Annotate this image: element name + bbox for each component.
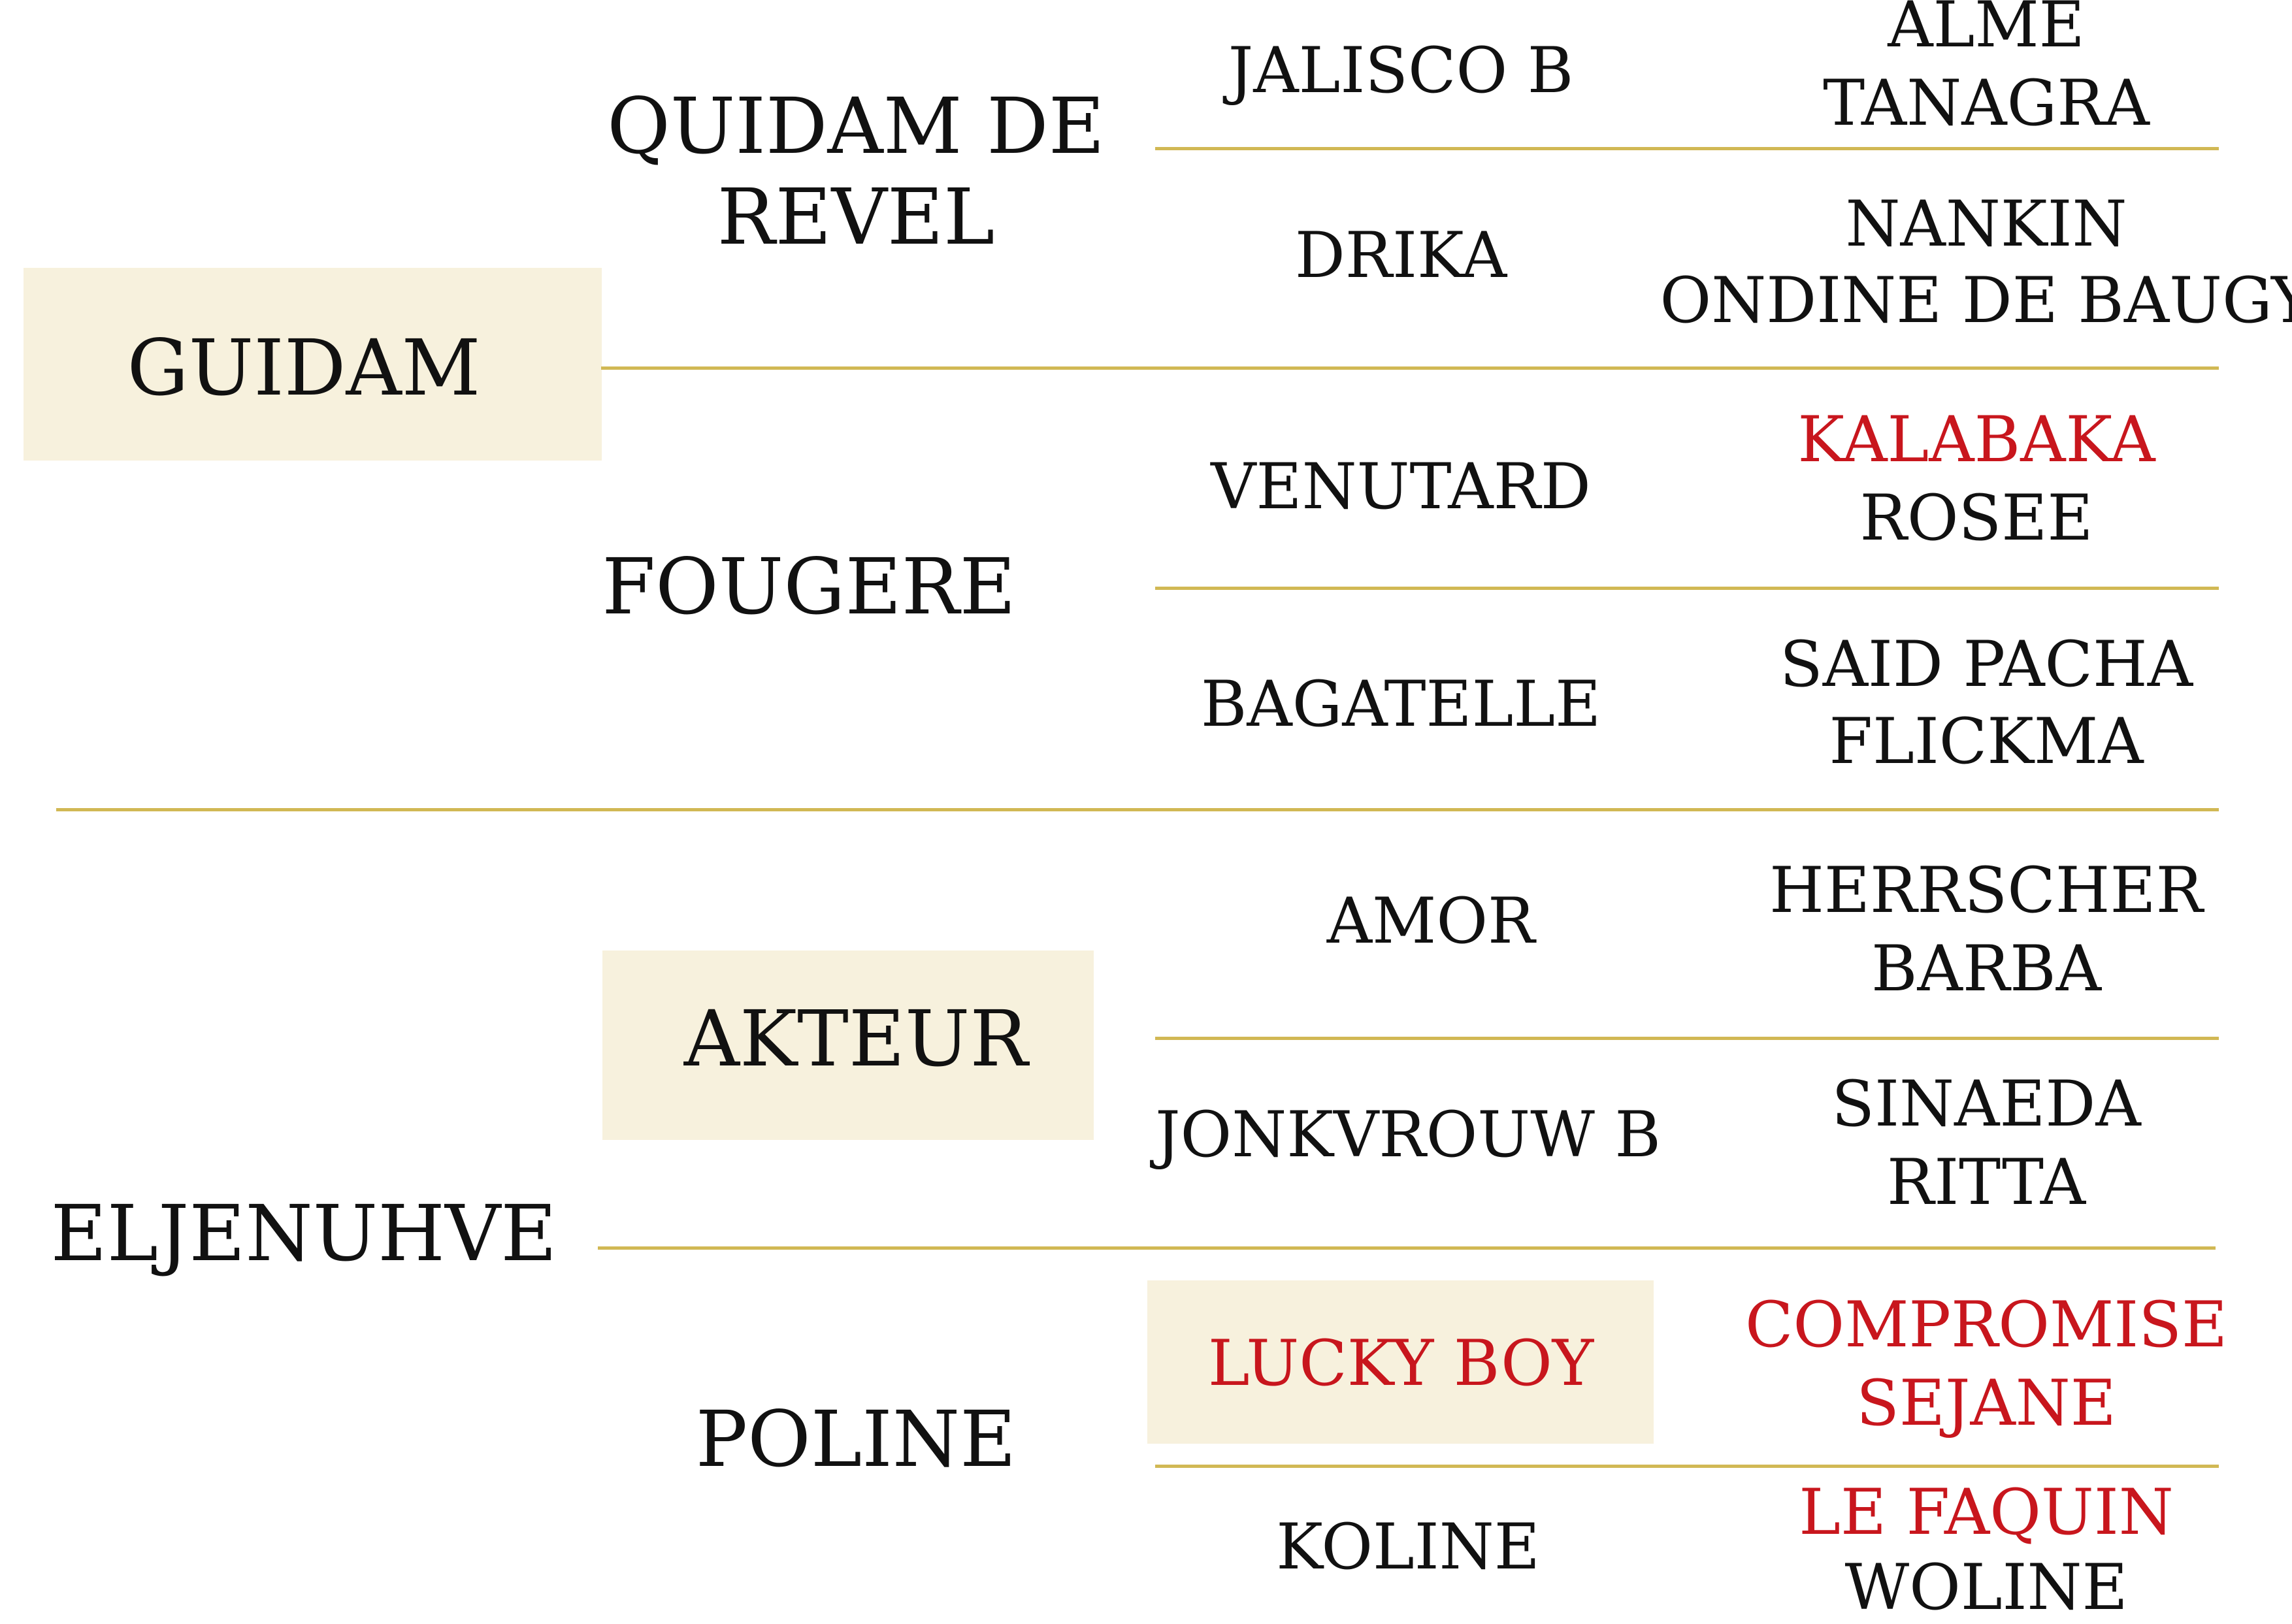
gen3-jonkvrouw-b: JONKVROUW B	[1155, 1098, 1661, 1171]
divider-gen3-1	[1155, 147, 2219, 150]
sire-sire-name-line2: REVEL	[717, 172, 995, 262]
akteur-highlight-box	[602, 950, 1094, 1140]
divider-gen3-4	[1155, 1465, 2219, 1468]
divider-sire-gen2	[601, 366, 2219, 370]
divider-gen3-3	[1155, 1037, 2219, 1040]
gen4-woline: WOLINE	[1844, 1551, 2128, 1624]
gen4-nankin: NANKIN	[1845, 187, 2127, 261]
gen3-bagatelle: BAGATELLE	[1200, 668, 1601, 741]
gen4-ritta: RITTA	[1886, 1146, 2086, 1219]
gen3-venutard: VENUTARD	[1211, 450, 1591, 523]
gen3-drika: DRIKA	[1294, 219, 1507, 292]
gen3-jalisco-b: JALISCO B	[1228, 34, 1574, 107]
sire-sire-name-line1: QUIDAM DE	[607, 81, 1105, 171]
divider-gen3-2	[1155, 587, 2219, 590]
gen4-le-faquin: LE FAQUIN	[1799, 1476, 2174, 1549]
divider-dam-gen2	[598, 1246, 2216, 1250]
gen4-flickma: FLICKMA	[1829, 705, 2144, 778]
gen4-kalabaka: KALABAKA	[1797, 403, 2155, 476]
sire-highlight-box	[24, 268, 602, 461]
gen3-lucky-boy: LUCKY BOY	[1207, 1327, 1594, 1400]
dam-sire-name: AKTEUR	[683, 994, 1028, 1084]
gen4-compromise: COMPROMISE	[1744, 1288, 2228, 1361]
gen4-sejane: SEJANE	[1856, 1367, 2116, 1440]
dam-name: ELJENUHVE	[50, 1188, 557, 1278]
divider-sire-dam	[56, 808, 2219, 811]
gen3-koline: KOLINE	[1276, 1510, 1540, 1583]
lucky-boy-highlight-box	[1147, 1280, 1654, 1444]
gen4-sinaeda: SINAEDA	[1831, 1067, 2141, 1141]
gen4-ondine-de-baugy: ONDINE DE BAUGY	[1660, 264, 2292, 337]
gen4-barba: BARBA	[1871, 932, 2102, 1005]
gen4-alme: ALME	[1888, 0, 2085, 61]
sire-dam-name: FOUGERE	[602, 542, 1016, 632]
sire-name: GUIDAM	[127, 323, 481, 413]
gen3-amor: AMOR	[1326, 885, 1535, 958]
gen4-tanagra: TANAGRA	[1823, 67, 2150, 140]
gen4-herrscher: HERRSCHER	[1769, 854, 2203, 927]
gen4-said-pacha: SAID PACHA	[1779, 628, 2193, 701]
dam-dam-name: POLINE	[695, 1394, 1017, 1484]
gen4-rosee: ROSEE	[1859, 481, 2093, 555]
